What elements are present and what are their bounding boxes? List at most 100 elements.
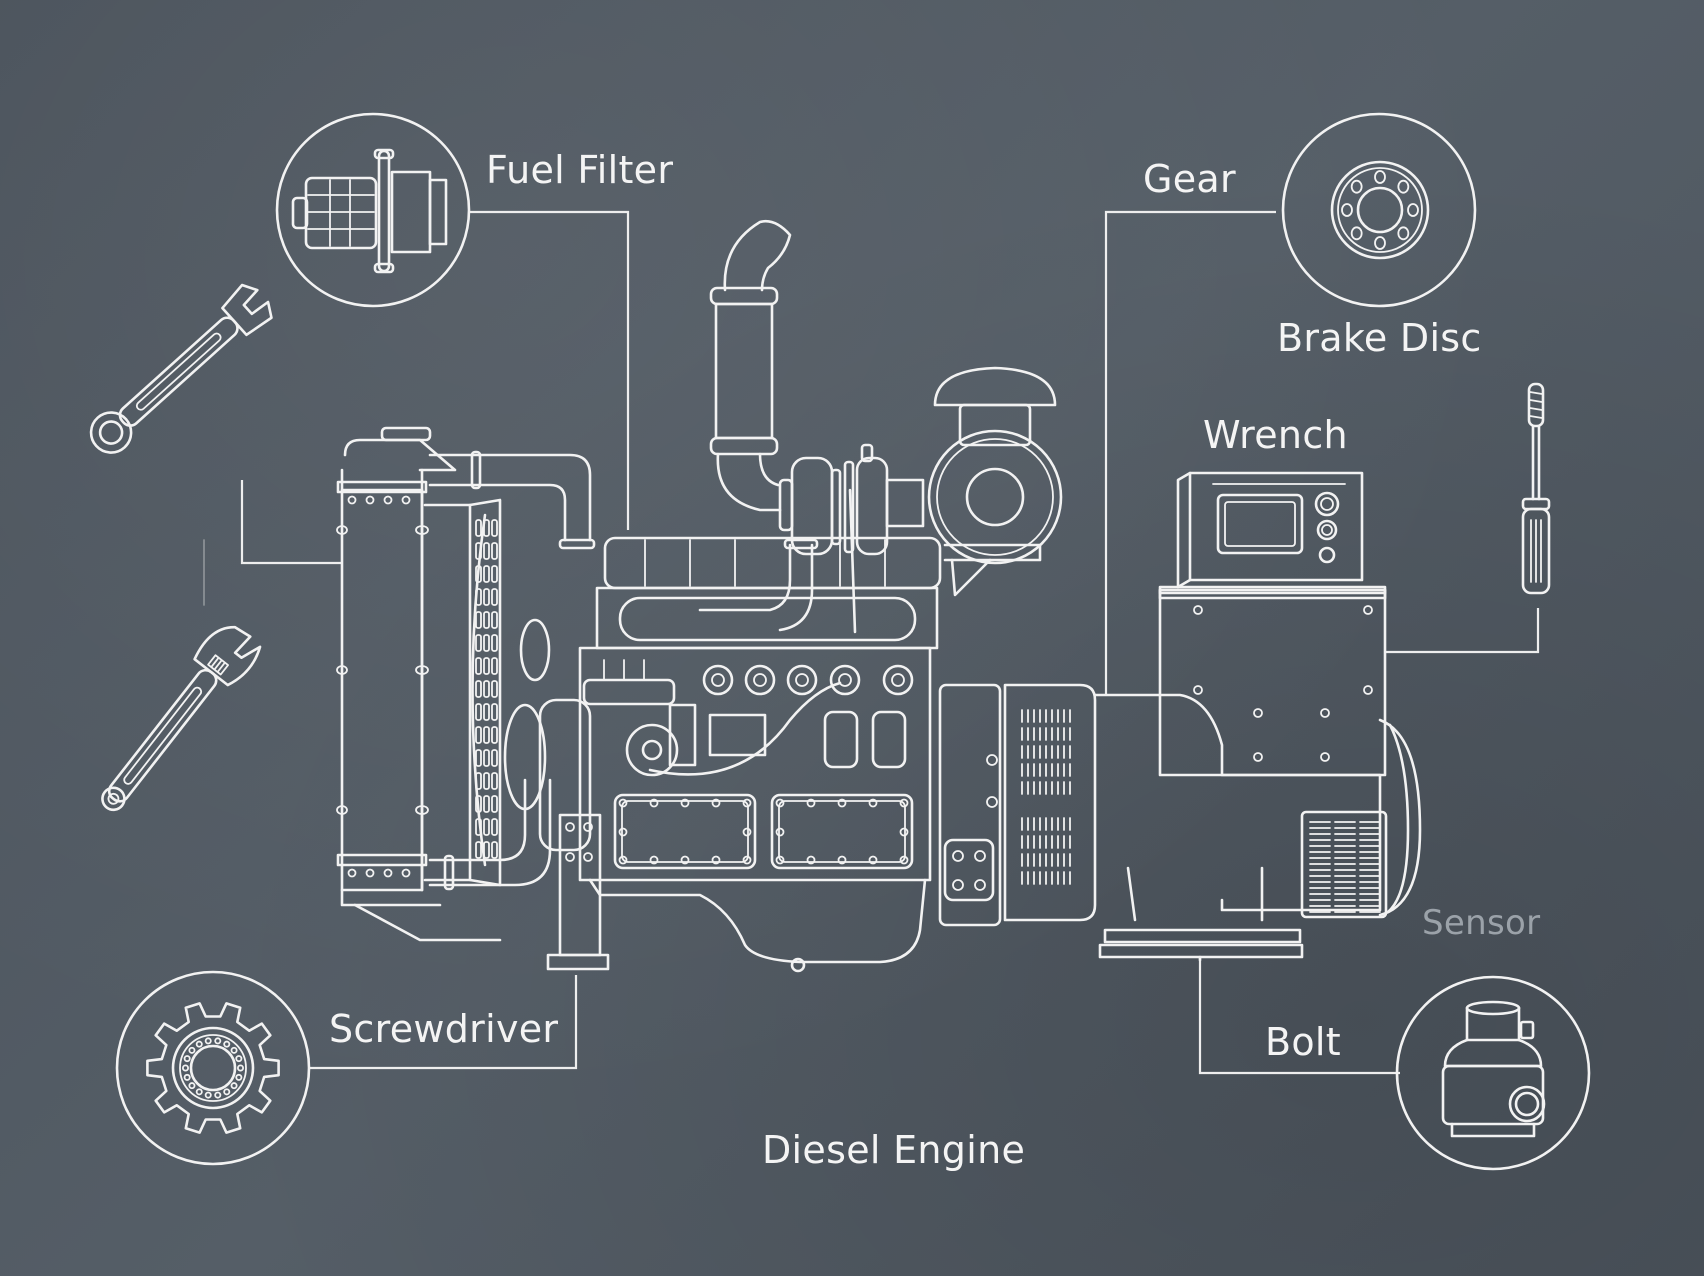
rivet [383, 868, 393, 878]
fan-cell [475, 657, 482, 675]
bolt-hole [1374, 236, 1386, 250]
bolt-circle [1395, 975, 1591, 1171]
fan-cell [491, 542, 498, 560]
brake-disc-callout [1281, 112, 1477, 308]
leader-screwdriver-tool [1384, 608, 1540, 654]
exhaust-pipe [709, 220, 792, 512]
plate-bolt [837, 855, 847, 865]
label-wrench: Wrench [1203, 413, 1348, 457]
leader-wrench-tool [240, 480, 342, 565]
bolt-hole [1397, 179, 1410, 194]
plate-bolt [775, 855, 785, 865]
plate-bolt [680, 798, 690, 808]
injector-port-core [711, 673, 725, 687]
rivet [347, 868, 357, 878]
leader-fuel-filter [470, 210, 630, 530]
plate-bolt [899, 798, 909, 808]
fan-cell [491, 588, 498, 606]
plate-bolt [711, 798, 721, 808]
fan-cell [491, 841, 498, 859]
rivet [336, 805, 348, 815]
bearing-ball [181, 1064, 189, 1072]
injector-port [786, 664, 818, 696]
rivet [415, 525, 429, 535]
bolt-hole [1350, 226, 1363, 241]
leader-lines [203, 210, 1540, 1075]
fan-cell [483, 542, 490, 560]
combination-wrench-icon [89, 283, 273, 454]
bearing-ball [204, 1091, 212, 1099]
fan-cell [483, 680, 490, 698]
air-filter [927, 366, 1063, 597]
fan-cell [483, 726, 490, 744]
bearing-ball [214, 1091, 222, 1099]
bolt-hole [1341, 203, 1353, 217]
screwdriver-icon [1521, 382, 1551, 595]
injector-port [702, 664, 734, 696]
rivet [415, 805, 429, 815]
engine-block [503, 488, 942, 973]
fan-cell [475, 565, 482, 583]
bearing-ball [235, 1055, 243, 1063]
rivet [365, 868, 375, 878]
injector-port-core [795, 673, 809, 687]
rivet [336, 525, 348, 535]
bearing-ball [235, 1073, 243, 1081]
fan-cell [475, 542, 482, 560]
bearing-ball [188, 1046, 196, 1054]
rivet [401, 868, 411, 878]
bearing-ball [236, 1064, 244, 1072]
rivet [383, 495, 393, 505]
bearing-ball [214, 1037, 222, 1045]
generator [938, 471, 1422, 962]
fan-cell [491, 703, 498, 721]
fan-cell [475, 818, 482, 836]
fan-cell [491, 519, 498, 537]
bearing-ball [183, 1073, 191, 1081]
fan-cell [491, 611, 498, 629]
plate-bolt [618, 827, 628, 837]
fan-cell [475, 749, 482, 767]
fan-cell [483, 634, 490, 652]
bolt-hole [1350, 179, 1363, 194]
label-gear: Gear [1143, 157, 1236, 201]
plate-bolt [742, 798, 752, 808]
injector-port-core [838, 673, 852, 687]
plate-bolt [775, 827, 785, 837]
rivet [336, 665, 348, 675]
label-sensor: Sensor [1422, 903, 1541, 943]
fuel-filter-callout [275, 112, 471, 308]
fan-cell [491, 726, 498, 744]
fan-cell [475, 680, 482, 698]
fan-cell [491, 818, 498, 836]
fan-cell [491, 749, 498, 767]
fan-cell [491, 772, 498, 790]
bearing-ball [183, 1055, 191, 1063]
injector-port [829, 664, 861, 696]
fan-cell [483, 772, 490, 790]
fan-cell [491, 657, 498, 675]
plate-bolt [742, 855, 752, 865]
injector-port [882, 664, 914, 696]
fan-cell [475, 703, 482, 721]
leader-gear [1104, 210, 1276, 695]
label-bolt: Bolt [1265, 1020, 1341, 1064]
gear-callout [115, 970, 311, 1166]
plate-bolt [618, 798, 628, 808]
plate-bolt [775, 798, 785, 808]
bolt-callout [1395, 975, 1591, 1171]
rivet [415, 665, 429, 675]
fan-cell [491, 634, 498, 652]
bearing-ball [230, 1046, 238, 1054]
bearing-ball [223, 1040, 231, 1048]
bearing-ball [230, 1082, 238, 1090]
plate-bolt [649, 855, 659, 865]
bolt-hole [1374, 170, 1386, 184]
plate-bolt [806, 855, 816, 865]
rivet [347, 495, 357, 505]
fan-cell [491, 565, 498, 583]
adjustable-wrench-icon [101, 625, 262, 812]
leader-screwdriver-label [310, 975, 578, 1070]
fan-cell [483, 588, 490, 606]
fan-cell [475, 588, 482, 606]
